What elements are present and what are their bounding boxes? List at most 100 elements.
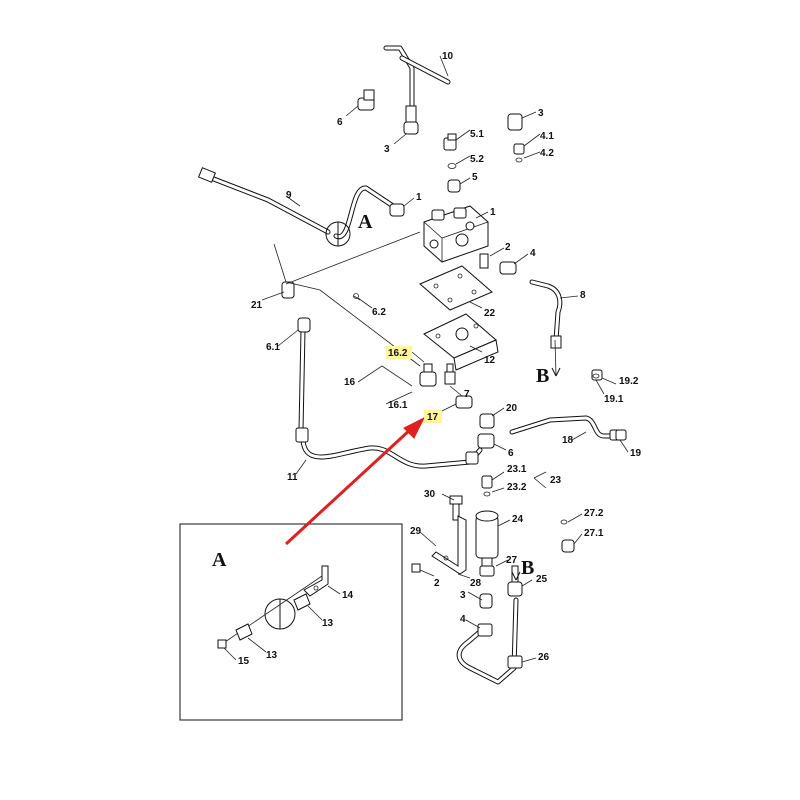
fitting-5: [447, 179, 461, 193]
fitting-17: [455, 395, 473, 409]
fitting-23-1: [481, 475, 493, 497]
pipe-10: [383, 45, 451, 111]
fitting-1-left: [389, 203, 405, 217]
callout-11: 11: [287, 472, 298, 483]
callout-7: 7: [464, 389, 470, 400]
fitting-20: [479, 413, 495, 429]
callout-15: 15: [238, 656, 250, 667]
fitting-6-mid: [477, 433, 495, 449]
callout-5-2: 5.2: [470, 154, 484, 165]
callout-24: 24: [512, 514, 524, 525]
fitting-6-top: [357, 89, 375, 111]
callout-13-upper: 13: [322, 618, 334, 629]
callout-17: 17: [427, 412, 439, 423]
fitting-6-1: [297, 317, 311, 333]
fitting-3-low: [479, 593, 493, 609]
fitting-5-1: [443, 133, 457, 151]
fitting-21: [281, 281, 295, 299]
callout-14: 14: [342, 590, 354, 601]
fitting-19: [615, 429, 627, 441]
detail-title-a: A: [212, 549, 227, 571]
pipe-9: [197, 167, 399, 240]
callout-16: 16: [344, 377, 356, 388]
clamp-13-lower: [235, 623, 253, 641]
callout-19-1: 19.1: [604, 394, 624, 405]
highlight-16-2: [386, 346, 412, 359]
callout-6-2: 6.2: [372, 307, 386, 318]
callout-29: 29: [410, 526, 422, 537]
ring-27-2: [560, 519, 568, 525]
callout-10: 10: [442, 51, 454, 62]
bracket-12: [423, 313, 499, 371]
callout-5: 5: [472, 172, 478, 183]
fitting-3-right: [507, 113, 523, 131]
callout-12: 12: [484, 355, 496, 366]
callout-16-2: 16.2: [388, 348, 408, 359]
ring-5-2: [447, 163, 457, 169]
filter-24: [475, 510, 499, 577]
screw-2-low: [411, 563, 421, 573]
callout-19: 19: [630, 448, 642, 459]
callout-6-1: 6.1: [266, 342, 280, 353]
callout-20: 20: [506, 403, 518, 414]
callout-16-1: 16.1: [388, 400, 408, 411]
view-marker-a: A: [358, 211, 373, 233]
callout-3b: 3: [384, 144, 390, 155]
fitting-4-right: [499, 261, 517, 275]
fitting-25: [507, 565, 523, 597]
callout-9: 9: [286, 190, 292, 201]
pipe-8: [529, 279, 563, 349]
leader-lines: [261, 55, 629, 663]
b-arrow-icon: [551, 367, 561, 377]
callout-19-2: 19.2: [619, 376, 639, 387]
pipe-26: [456, 597, 523, 685]
view-marker-b-lower: B: [521, 557, 534, 579]
callout-26: 26: [538, 652, 550, 663]
callout-8: 8: [580, 290, 586, 301]
callout-27: 27: [506, 555, 518, 566]
bolt-7: [444, 363, 456, 385]
fitting-27-1: [561, 539, 575, 553]
bracket-14: [303, 565, 329, 597]
valve-block-1: [423, 205, 489, 263]
callout-6a: 6: [337, 117, 343, 128]
callout-27-2: 27.2: [584, 508, 604, 519]
fitting-3-top: [403, 105, 419, 135]
callout-1a: 1: [416, 192, 422, 203]
tee-16: [419, 363, 437, 387]
callout-28: 28: [470, 578, 482, 589]
detail-box-a: [179, 523, 403, 721]
bracket-29: [431, 515, 467, 575]
callout-13-lower: 13: [266, 650, 278, 661]
callout-30: 30: [424, 489, 436, 500]
callout-3a: 3: [538, 108, 544, 119]
callout-6b: 6: [508, 448, 514, 459]
pipe-11: [295, 327, 483, 469]
bolt-15: [217, 639, 227, 649]
callout-1b: 1: [490, 207, 496, 218]
callout-27-1: 27.1: [584, 528, 604, 539]
section-a-circle: [325, 221, 351, 247]
fitting-19-1: [591, 369, 603, 381]
callout-4b: 4: [460, 614, 466, 625]
clamp-13-upper: [293, 593, 311, 611]
red-arrow-icon: [284, 416, 426, 546]
callout-2b: 2: [434, 578, 440, 589]
callout-25: 25: [536, 574, 548, 585]
fitting-4-1: [513, 143, 525, 163]
callout-23-2: 23.2: [507, 482, 527, 493]
callout-5-1: 5.1: [470, 129, 484, 140]
ring-6-2: [353, 293, 359, 299]
callout-3c: 3: [460, 590, 466, 601]
highlight-17: [424, 410, 442, 423]
fitting-2-top: [479, 253, 489, 269]
callout-2a: 2: [505, 242, 511, 253]
callout-4-1: 4.1: [540, 131, 554, 142]
plate-22: [419, 265, 493, 311]
view-marker-b: B: [536, 365, 549, 387]
callout-4-2: 4.2: [540, 148, 554, 159]
callout-23-1: 23.1: [507, 464, 527, 475]
callout-4a: 4: [530, 248, 536, 259]
